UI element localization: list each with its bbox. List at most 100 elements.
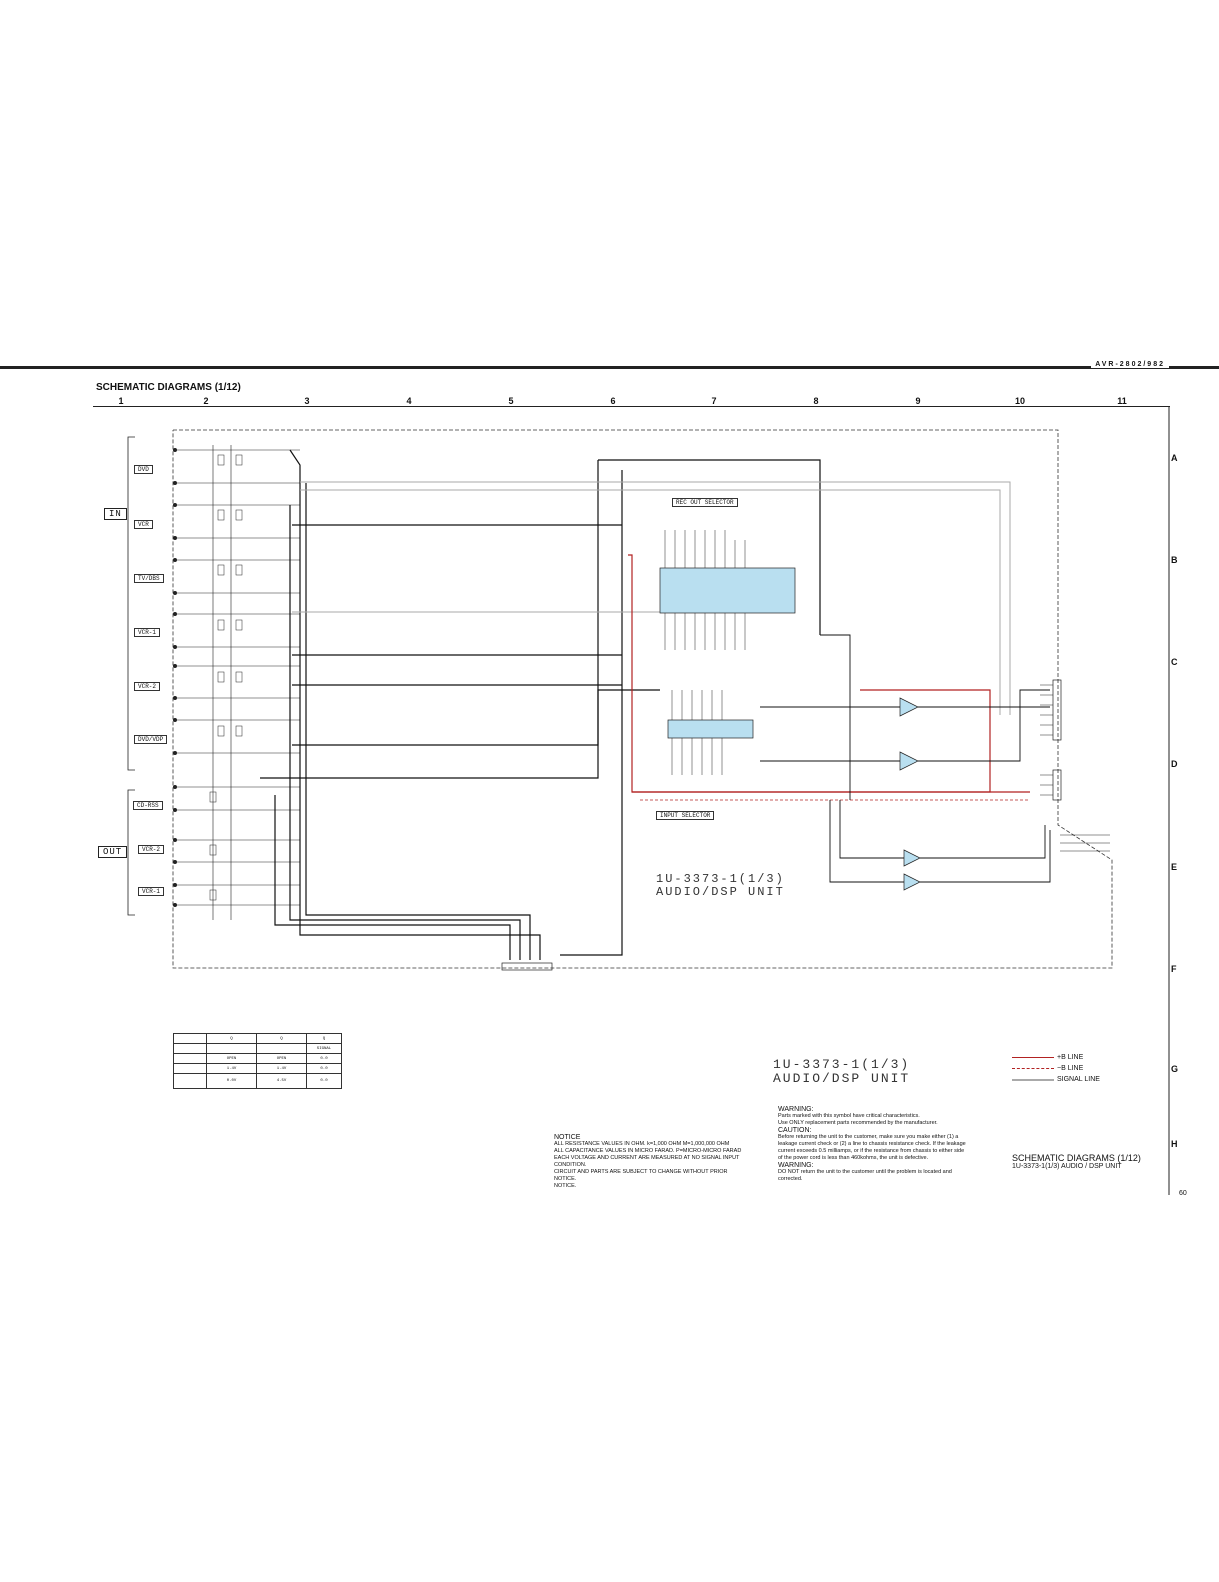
notice-heading: NOTICE — [554, 1134, 581, 1141]
caution-line: leakage current check or (2) a line to c… — [778, 1141, 966, 1147]
notice-block: NOTICE ALL RESISTANCE VALUES IN OHM. k=1… — [554, 1134, 754, 1190]
col-2: 2 — [203, 396, 209, 406]
unit-label-outer: 1U-3373-1(1/3) AUDIO/DSP UNIT — [773, 1058, 910, 1086]
table-cell: OPEN — [206, 1053, 257, 1064]
output-label: VCR-1 — [138, 887, 165, 896]
warning-line: Use ONLY replacement parts recommended b… — [778, 1120, 938, 1126]
header-rule — [0, 366, 1219, 369]
table-cell — [173, 1043, 207, 1054]
footer-title-block: SCHEMATIC DIAGRAMS (1/12) 1U-3373-1(1/3)… — [1012, 1153, 1141, 1170]
unit-code: 1U-3373-1(1/3) — [773, 1057, 911, 1072]
caution-line: of the power cord is less than 460kohms,… — [778, 1155, 929, 1161]
input-label: DVD/VDP — [134, 735, 168, 744]
voltage-table: Q Q Q SIGNAL OPEN OPEN 0.0 1.4V 1.4V 0.0… — [173, 1033, 342, 1089]
notice-line: NOTICE. — [554, 1176, 577, 1182]
notice-line: ALL RESISTANCE VALUES IN OHM. k=1,000 OH… — [554, 1141, 730, 1147]
row-f: F — [1171, 964, 1177, 974]
table-cell — [206, 1043, 257, 1054]
input-label: VCR-1 — [134, 628, 161, 637]
legend-item: SIGNAL LINE — [1012, 1074, 1100, 1085]
table-cell: 0.0 — [306, 1053, 342, 1064]
table-row: OPEN OPEN 0.0 — [173, 1053, 342, 1064]
legend-label: −B LINE — [1057, 1065, 1084, 1072]
table-cell: SIGNAL — [306, 1043, 342, 1054]
table-cell: OPEN — [256, 1053, 307, 1064]
model-number: AVR-2802/982 — [1091, 361, 1169, 368]
footer-title: SCHEMATIC DIAGRAMS (1/12) — [1012, 1153, 1141, 1163]
col-8: 8 — [813, 396, 819, 406]
table-cell: Q — [256, 1033, 307, 1044]
col-5: 5 — [508, 396, 514, 406]
row-a: A — [1171, 453, 1178, 463]
table-header-row: Q Q Q — [173, 1033, 342, 1044]
warning-line: DO NOT return the unit to the customer u… — [778, 1169, 952, 1175]
input-label: VCR-2 — [134, 682, 161, 691]
caution-heading: CAUTION: — [778, 1127, 812, 1134]
unit-label-inner: 1U-3373-1(1/3) AUDIO/DSP UNIT — [656, 873, 785, 899]
unit-name: AUDIO/DSP UNIT — [656, 885, 785, 899]
warnings-block: WARNING: Parts marked with this symbol h… — [778, 1106, 983, 1183]
table-cell: Q — [206, 1033, 257, 1044]
notice-line: ALL CAPACITANCE VALUES IN MICRO FARAD. P… — [554, 1148, 742, 1154]
legend-label: +B LINE — [1057, 1054, 1084, 1061]
table-cell — [173, 1033, 207, 1044]
col-10: 10 — [1014, 396, 1025, 406]
warning-heading: WARNING: — [778, 1162, 814, 1169]
table-cell: 0.0 — [306, 1063, 342, 1074]
notice-line: NOTICE. — [554, 1183, 577, 1189]
rec-out-selector-label: REC OUT SELECTOR — [672, 498, 738, 507]
col-7: 7 — [711, 396, 717, 406]
col-1: 1 — [118, 396, 124, 406]
table-cell — [173, 1063, 207, 1074]
column-ruler — [93, 406, 1170, 407]
legend-label: SIGNAL LINE — [1057, 1076, 1100, 1083]
page-number: 60 — [1179, 1190, 1187, 1197]
table-cell: 4.5V — [256, 1073, 307, 1089]
input-selector-label: INPUT SELECTOR — [656, 811, 715, 820]
warning-line: Parts marked with this symbol have criti… — [778, 1113, 920, 1119]
table-cell — [173, 1053, 207, 1064]
notice-line: CONDITION. — [554, 1162, 587, 1168]
signal-line-swatch — [1012, 1078, 1054, 1081]
col-3: 3 — [304, 396, 310, 406]
plus-b-line-swatch — [1012, 1057, 1054, 1058]
unit-code: 1U-3373-1(1/3) — [656, 872, 785, 886]
table-cell: 0.0V — [206, 1073, 257, 1089]
row-c: C — [1171, 657, 1178, 667]
legend-item: −B LINE — [1012, 1063, 1100, 1074]
unit-name: AUDIO/DSP UNIT — [773, 1071, 911, 1086]
input-label: DVD — [134, 465, 153, 474]
minus-b-line-swatch — [1012, 1068, 1054, 1069]
table-row: SIGNAL — [173, 1043, 342, 1054]
notice-line: CIRCUIT AND PARTS ARE SUBJECT TO CHANGE … — [554, 1169, 728, 1175]
output-label: VCR-2 — [138, 845, 165, 854]
table-cell — [256, 1043, 307, 1054]
row-e: E — [1171, 862, 1178, 872]
table-cell: 1.4V — [256, 1063, 307, 1074]
table-cell — [173, 1073, 207, 1089]
col-11: 11 — [1117, 396, 1127, 406]
row-d: D — [1171, 759, 1178, 769]
row-b: B — [1171, 555, 1178, 565]
notice-line: EACH VOLTAGE AND CURRENT ARE MEASURED AT… — [554, 1155, 740, 1161]
col-6: 6 — [610, 396, 616, 406]
table-row: 0.0V 4.5V 0.0 — [173, 1073, 342, 1089]
line-legend: +B LINE −B LINE SIGNAL LINE — [1012, 1052, 1100, 1085]
warning-line: corrected. — [778, 1176, 803, 1182]
table-cell: 0.0 — [306, 1073, 342, 1089]
output-label: CD-RSS — [133, 801, 163, 810]
in-label: IN — [104, 508, 127, 520]
legend-item: +B LINE — [1012, 1052, 1100, 1063]
table-cell: Q — [306, 1033, 342, 1044]
footer-subtitle: 1U-3373-1(1/3) AUDIO / DSP UNIT — [1012, 1163, 1122, 1170]
caution-line: current exceeds 0.5 milliamps, or if the… — [778, 1148, 965, 1154]
table-row: 1.4V 1.4V 0.0 — [173, 1063, 342, 1074]
row-g: G — [1171, 1064, 1179, 1074]
warning-heading: WARNING: — [778, 1106, 814, 1113]
input-label: TV/DBS — [134, 574, 164, 583]
input-label: VCR — [134, 520, 153, 529]
page-title: SCHEMATIC DIAGRAMS (1/12) — [96, 382, 241, 393]
table-cell: 1.4V — [206, 1063, 257, 1074]
col-4: 4 — [406, 396, 412, 406]
